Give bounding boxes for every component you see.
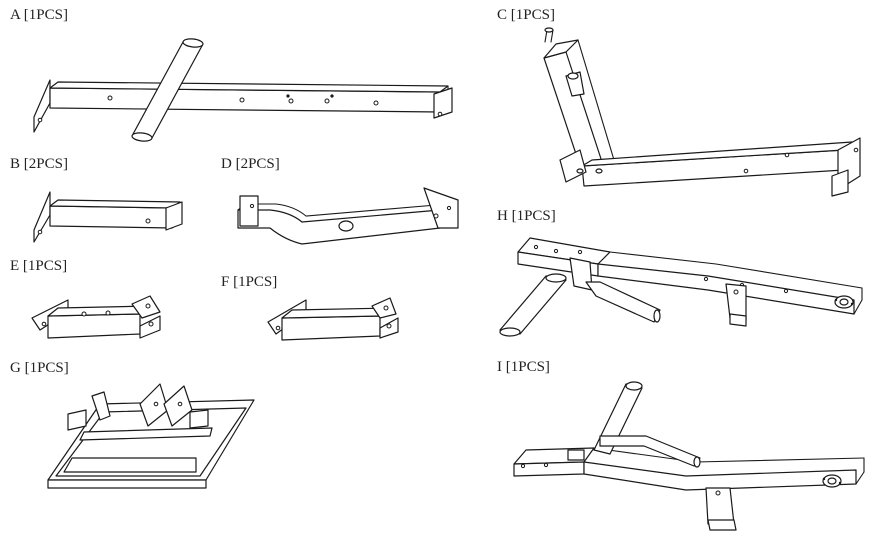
part-c-label: C [1PCS] (497, 7, 555, 23)
part-h-label: H [1PCS] (497, 208, 556, 224)
part-d-drawing (237, 187, 459, 245)
part-c-drawing (543, 27, 861, 197)
part-f-label: F [1PCS] (221, 274, 278, 290)
part-g-drawing (47, 383, 255, 489)
part-f-drawing (267, 297, 399, 341)
part-e-label: E [1PCS] (10, 258, 68, 274)
part-b-drawing (33, 191, 183, 243)
part-i-drawing (513, 381, 865, 531)
part-e-drawing (31, 295, 161, 339)
part-b-label: B [2PCS] (10, 156, 68, 172)
part-a-label: A [1PCS] (10, 7, 68, 23)
part-d-label: D [2PCS] (221, 156, 280, 172)
part-a-drawing (33, 38, 453, 142)
part-i-label: I [1PCS] (497, 359, 550, 375)
part-h-drawing (499, 237, 863, 337)
part-g-label: G [1PCS] (10, 360, 69, 376)
